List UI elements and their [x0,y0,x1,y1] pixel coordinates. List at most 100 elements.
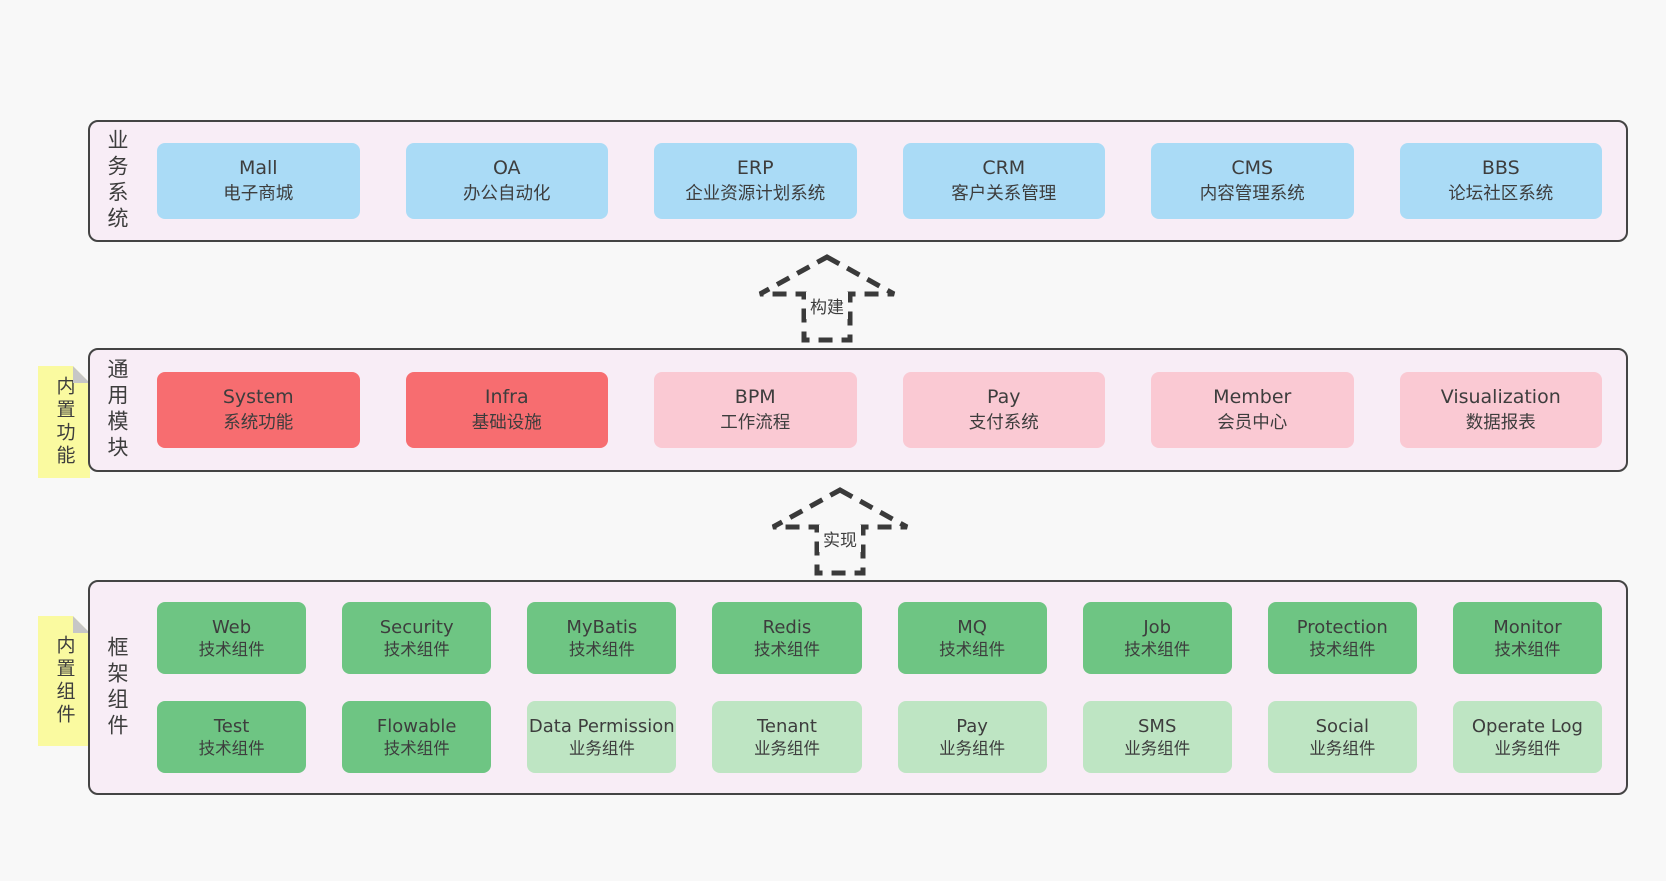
box-title: Social [1315,715,1369,737]
box-title: System [222,386,294,409]
box-subtitle: 技术组件 [1309,639,1376,659]
box-bbs: BBS 论坛社区系统 [1399,143,1602,219]
box-subtitle: 会员中心 [1217,412,1288,433]
box-mq: MQ 技术组件 [897,602,1047,674]
box-title: Security [379,616,454,638]
box-sms: SMS 业务组件 [1082,701,1232,773]
box-test: Test 技术组件 [157,701,307,773]
box-subtitle: 技术组件 [198,639,265,659]
box-flowable: Flowable 技术组件 [342,701,492,773]
box-title: Member [1213,386,1292,409]
box-visualization: Visualization 数据报表 [1399,372,1602,448]
arrow-build: 构建 [757,254,897,344]
box-title: Data Permission [528,715,675,737]
box-title: Visualization [1440,386,1561,409]
box-title: BBS [1481,157,1520,180]
box-title: Web [211,616,252,638]
panel-common-modules: 通用模块 System 系统功能 Infra 基础设施 BPM 工作流程 Pay… [88,348,1628,472]
box-pay: Pay 支付系统 [902,372,1105,448]
band-label-framework-components: 框架组件 [105,635,129,740]
band-label-business-systems: 业务系统 [105,129,129,233]
up-arrow-icon [758,254,896,343]
sticky-built-in-features: 内置功能 [38,366,90,478]
box-subtitle: 业务组件 [568,738,635,758]
box-subtitle: 客户关系管理 [951,183,1057,204]
box-job: Job 技术组件 [1082,602,1232,674]
box-subtitle: 数据报表 [1465,412,1536,433]
box-social: Social 业务组件 [1267,701,1417,773]
box-pay-component: Pay 业务组件 [897,701,1047,773]
box-title: MQ [957,616,987,638]
box-subtitle: 技术组件 [1494,639,1561,659]
arrow-implement-label: 实现 [819,525,861,552]
box-subtitle: 技术组件 [383,738,450,758]
box-crm: CRM 客户关系管理 [902,143,1105,219]
box-operate-log: Operate Log 业务组件 [1452,701,1602,773]
box-title: Tenant [756,715,817,737]
box-system: System 系统功能 [157,372,360,448]
box-mall: Mall 电子商城 [157,143,360,219]
framework-components-row-2: Test 技术组件 Flowable 技术组件 Data Permission … [157,701,1602,773]
sticky-label: 内置组件 [53,635,76,727]
up-arrow-icon [771,487,909,576]
box-subtitle: 电子商城 [223,183,294,204]
panel-framework-components: 框架组件 Web 技术组件 Security 技术组件 MyBatis 技术组件… [88,580,1628,795]
box-subtitle: 技术组件 [1124,639,1191,659]
box-subtitle: 工作流程 [720,412,791,433]
business-systems-row: Mall 电子商城 OA 办公自动化 ERP 企业资源计划系统 CRM 客户关系… [127,143,1626,219]
box-bpm: BPM 工作流程 [654,372,857,448]
framework-components-rows: Web 技术组件 Security 技术组件 MyBatis 技术组件 Redi… [127,602,1626,773]
box-monitor: Monitor 技术组件 [1452,602,1602,674]
arrow-build-label: 构建 [806,292,848,319]
box-subtitle: 业务组件 [1124,738,1191,758]
box-subtitle: 系统功能 [223,412,294,433]
box-infra: Infra 基础设施 [405,372,608,448]
box-title: Protection [1296,616,1388,638]
box-title: Monitor [1493,616,1562,638]
box-title: CMS [1231,157,1274,180]
box-subtitle: 业务组件 [1494,738,1561,758]
band-label-common-modules: 通用模块 [105,358,129,462]
box-mybatis: MyBatis 技术组件 [527,602,677,674]
box-redis: Redis 技术组件 [712,602,862,674]
box-cms: CMS 内容管理系统 [1151,143,1354,219]
panel-business-systems: 业务系统 Mall 电子商城 OA 办公自动化 ERP 企业资源计划系统 CRM… [88,120,1628,242]
box-title: CRM [982,157,1026,180]
box-tenant: Tenant 业务组件 [712,701,862,773]
box-subtitle: 技术组件 [753,639,820,659]
framework-components-row-1: Web 技术组件 Security 技术组件 MyBatis 技术组件 Redi… [157,602,1602,674]
box-protection: Protection 技术组件 [1267,602,1417,674]
box-erp: ERP 企业资源计划系统 [654,143,857,219]
box-title: Flowable [376,715,457,737]
box-web: Web 技术组件 [157,602,307,674]
box-title: Pay [987,386,1021,409]
box-title: OA [492,157,521,180]
box-oa: OA 办公自动化 [405,143,608,219]
box-data-permission: Data Permission 业务组件 [527,701,677,773]
box-title: Test [213,715,250,737]
arrow-implement: 实现 [770,487,910,577]
box-title: Redis [762,616,812,638]
box-subtitle: 企业资源计划系统 [685,183,826,204]
box-subtitle: 技术组件 [383,639,450,659]
box-title: ERP [736,157,774,180]
box-title: SMS [1137,715,1177,737]
box-title: Pay [956,715,988,737]
box-subtitle: 技术组件 [939,639,1006,659]
box-title: Job [1143,616,1172,638]
box-subtitle: 业务组件 [1309,738,1376,758]
box-subtitle: 办公自动化 [463,183,551,204]
box-subtitle: 支付系统 [968,412,1039,433]
box-title: BPM [734,386,776,409]
box-title: Mall [238,157,278,180]
box-subtitle: 技术组件 [198,738,265,758]
box-title: Infra [484,386,529,409]
box-security: Security 技术组件 [342,602,492,674]
box-subtitle: 论坛社区系统 [1448,183,1554,204]
common-modules-row: System 系统功能 Infra 基础设施 BPM 工作流程 Pay 支付系统… [127,372,1626,448]
box-subtitle: 业务组件 [753,738,820,758]
box-subtitle: 业务组件 [939,738,1006,758]
box-subtitle: 技术组件 [568,639,635,659]
box-subtitle: 基础设施 [471,412,542,433]
